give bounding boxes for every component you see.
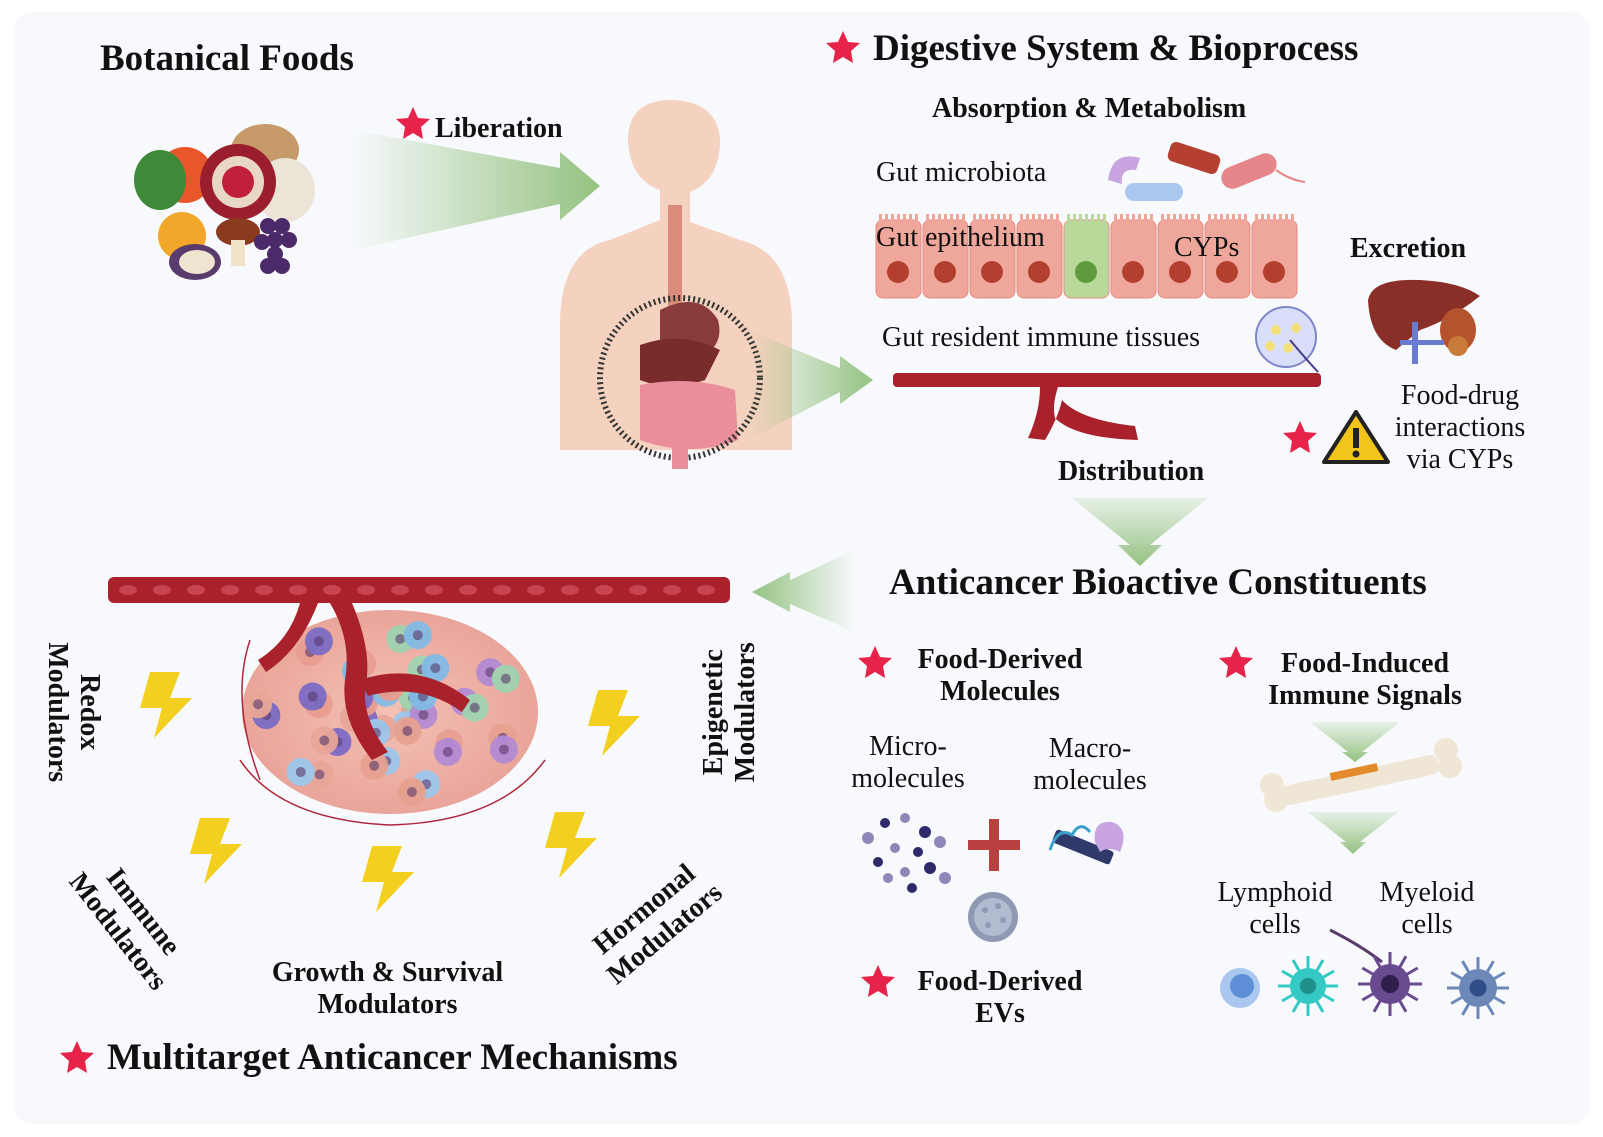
tumor-cell — [286, 758, 315, 787]
lightning-icon — [190, 818, 242, 884]
microbiota-icons — [1108, 142, 1306, 201]
warning-icon — [1322, 410, 1390, 464]
gut-epithelium-label: Gut epithelium — [876, 222, 1045, 253]
food-derived-molecules-label: Food-Derived Molecules — [917, 644, 1083, 708]
blood-vessel-icon — [893, 373, 1321, 440]
ev-icon — [968, 892, 1018, 942]
lightning-icon — [362, 846, 414, 912]
tumor-cell — [491, 664, 520, 693]
liberation-label: Liberation — [435, 113, 563, 144]
bone-icon — [1260, 738, 1462, 812]
epithelial-cell — [1110, 214, 1157, 299]
molecule-dot — [890, 843, 900, 853]
tumor-cell — [397, 777, 426, 806]
plus-icon — [968, 819, 1020, 871]
lightning-icon — [140, 672, 192, 738]
myeloid-cells-label: Myeloid cells — [1379, 877, 1475, 941]
lymphoid-cells-label: Lymphoid cells — [1217, 877, 1333, 941]
epithelial-cell — [1063, 214, 1110, 299]
molecule-dot — [900, 813, 910, 823]
epithelial-cell — [875, 214, 922, 299]
epithelial-cell — [922, 214, 969, 299]
macromolecules-label: Macro- molecules — [1033, 733, 1147, 797]
molecule-dot — [880, 818, 890, 828]
distribution-label: Distribution — [1058, 456, 1205, 487]
star-icon — [858, 646, 892, 678]
molecule-dot — [939, 872, 951, 884]
star-icon — [1283, 421, 1317, 453]
epithelial-cell — [1157, 214, 1204, 299]
food-induced-immune-signals-label: Food-Induced Immune Signals — [1268, 648, 1462, 712]
molecule-dot — [919, 826, 931, 838]
food-derived-evs-label: Food-Derived EVs — [917, 966, 1083, 1030]
immune-tissue-icon — [1255, 306, 1319, 373]
cyps-label: CYPs — [1174, 232, 1240, 263]
food-basket-icon — [134, 124, 315, 280]
digestive-system-title: Digestive System & Bioprocess — [873, 28, 1359, 69]
botanical-foods-title: Botanical Foods — [100, 38, 354, 79]
immune-cell — [1278, 956, 1338, 1016]
growth-survival-modulators-label: Growth & Survival Modulators — [271, 957, 504, 1021]
tumor-cell — [298, 682, 327, 711]
molecule-dot — [913, 847, 923, 857]
star-icon — [826, 31, 860, 63]
signal-arrow — [1308, 812, 1398, 854]
molecule-dot — [924, 862, 936, 874]
molecule-dot — [934, 836, 946, 848]
tumor-cell — [360, 751, 389, 780]
gut-microbiota-label: Gut microbiota — [876, 157, 1047, 188]
epithelial-cell — [1016, 214, 1063, 299]
tumor-cell — [393, 716, 422, 745]
multitarget-mechanisms-title: Multitarget Anticancer Mechanisms — [107, 1037, 678, 1078]
molecule-dot — [883, 873, 893, 883]
lightning-icon — [588, 690, 640, 756]
distribution-arrow — [1072, 498, 1208, 566]
tumor-microenvironment — [108, 577, 730, 826]
micromolecule-dots — [862, 813, 951, 893]
immune-cell — [1358, 952, 1422, 1016]
tumor-cell — [304, 627, 333, 656]
immune-cell — [1447, 957, 1509, 1019]
micromolecules-label: Micro- molecules — [851, 731, 965, 795]
molecule-dot — [900, 867, 910, 877]
immune-cells-icons — [1220, 928, 1509, 1019]
molecule-dot — [873, 857, 883, 867]
excretion-label: Excretion — [1350, 233, 1467, 264]
star-icon — [60, 1041, 94, 1073]
epithelial-cell — [969, 214, 1016, 299]
tumor-cell — [489, 735, 518, 764]
delivery-arrow — [752, 550, 855, 632]
tumor-cell — [310, 726, 339, 755]
epigenetic-modulators-label: Epigenetic Modulators — [697, 642, 761, 783]
tumor-cell — [433, 737, 462, 766]
liver-icon — [1368, 279, 1480, 364]
epithelial-cell — [1251, 214, 1298, 299]
epithelial-cell — [1204, 214, 1251, 299]
anticancer-constituents-title: Anticancer Bioactive Constituents — [889, 562, 1427, 603]
food-drug-interactions-label: Food-drug interactions via CYPs — [1394, 380, 1526, 476]
macromolecule-icon — [1048, 821, 1124, 865]
liberation-arrow — [352, 130, 600, 250]
molecule-dot — [862, 832, 874, 844]
gut-epithelium-cells — [875, 214, 1298, 299]
absorption-arrow — [748, 330, 873, 440]
tumor-cell — [403, 621, 432, 650]
star-icon — [396, 107, 430, 139]
tumor-cell — [421, 654, 450, 683]
signal-arrow — [1310, 722, 1400, 762]
redox-modulators-label: Redox Modulators — [42, 642, 106, 783]
tumor-cell — [244, 690, 273, 719]
lightning-icon — [545, 812, 597, 878]
human-body-icon — [560, 100, 792, 469]
molecule-dot — [907, 883, 917, 893]
absorption-metabolism-label: Absorption & Metabolism — [932, 93, 1247, 124]
gut-immune-tissues-label: Gut resident immune tissues — [882, 322, 1201, 353]
